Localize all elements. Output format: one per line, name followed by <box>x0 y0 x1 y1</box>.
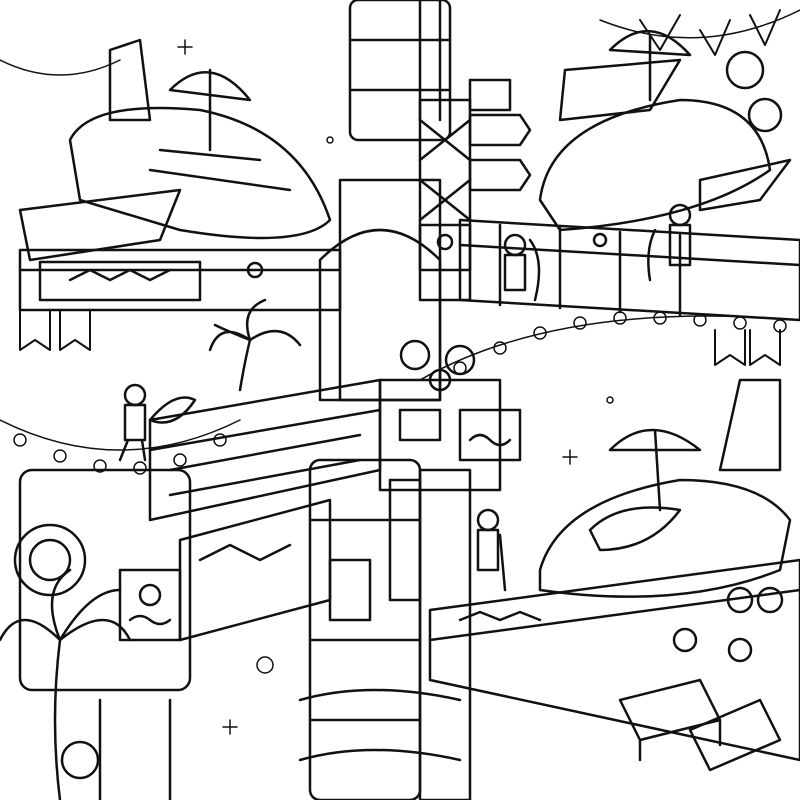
light-bulb <box>14 434 26 446</box>
space-shuttle-top-left <box>20 40 330 277</box>
sun-icon <box>140 585 160 605</box>
astronaut-with-surfboard <box>505 235 539 300</box>
space-shuttle-bottom-right <box>540 380 790 612</box>
space-shuttle-top-right <box>540 31 790 246</box>
platform-bottom-right <box>430 560 800 760</box>
light-bulb <box>94 460 106 472</box>
walkway-right <box>460 220 800 320</box>
sun-sign <box>420 225 470 270</box>
astronaut-on-lounge-chair <box>620 629 720 760</box>
hibiscus-flowers <box>62 341 474 778</box>
light-bulb <box>574 317 586 329</box>
light-bulb <box>134 462 146 474</box>
light-bulb <box>494 342 506 354</box>
palm-tree <box>0 570 130 800</box>
astronaut-with-surfboard <box>648 205 690 280</box>
direction-signs <box>420 80 530 270</box>
astronaut-with-surfboard <box>478 510 505 590</box>
palm-tree <box>210 300 300 390</box>
light-bulb <box>534 327 546 339</box>
planter-box <box>380 380 500 490</box>
astronaut-on-lounge-chair <box>690 639 780 770</box>
wave-sign <box>460 410 520 460</box>
astronauts <box>120 205 780 770</box>
machine-block-left <box>15 470 190 800</box>
light-bulb <box>54 450 66 462</box>
bunting-flags <box>20 10 780 365</box>
astronaut-with-surfboard <box>120 385 195 460</box>
light-bulb <box>174 454 186 466</box>
space-station-tower <box>300 0 520 800</box>
beach-umbrella <box>610 430 700 510</box>
beach-umbrella <box>170 70 250 150</box>
sparkle-stars <box>178 40 613 734</box>
beach-umbrella <box>610 31 690 100</box>
